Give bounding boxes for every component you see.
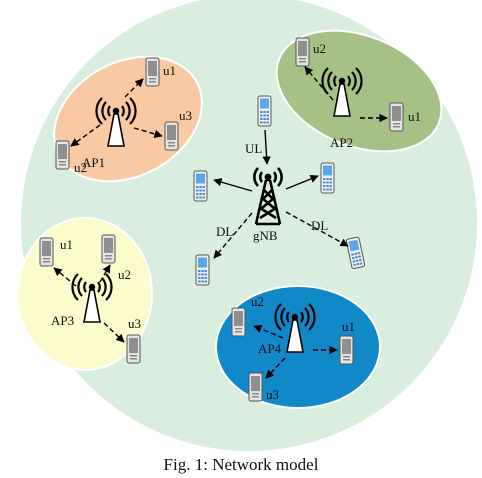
- ap1-u1-phone: [145, 57, 160, 87]
- ap1-u2-label: u2: [74, 160, 87, 175]
- ap4-u3-phone: [248, 372, 263, 402]
- uplink-arrow: [262, 129, 271, 165]
- ap2-u2-phone: [295, 37, 310, 67]
- downlink-right-arrow: [285, 211, 349, 247]
- gnb-right-phone: [320, 162, 335, 194]
- ap3-u2-phone: [101, 234, 116, 264]
- ap4-u3-arrow: [265, 357, 286, 379]
- gnb-dl-left-phone: [195, 254, 210, 286]
- ap1-u1-label: u1: [163, 63, 176, 78]
- ap4-u3-label: u3: [266, 387, 279, 402]
- ap1-u2-arrow: [70, 124, 101, 147]
- ap1-u1-arrow: [124, 78, 144, 98]
- ap3-u2-label: u2: [118, 267, 131, 282]
- ap3-u2-arrow: [99, 264, 111, 283]
- gnb-right-arrow: [285, 174, 319, 190]
- ap3-u1-arrow: [53, 267, 77, 287]
- downlink-right-label: DL: [311, 218, 328, 233]
- ap2-u2-label: u2: [313, 41, 326, 56]
- ap4-u2-phone: [231, 307, 246, 337]
- ap1-u3-arrow: [133, 127, 163, 138]
- ap4-u2-label: u2: [251, 294, 264, 309]
- ap1-label: AP1: [82, 155, 105, 170]
- ap2-u1-label: u1: [408, 109, 421, 124]
- ap3-u1-phone: [39, 237, 54, 267]
- ap3-u3-phone: [126, 334, 141, 364]
- ap2-u1-phone: [389, 102, 404, 132]
- downlink-left-label: DL: [216, 224, 233, 239]
- ap3-label: AP3: [51, 313, 74, 328]
- ap1-u2-phone: [55, 140, 70, 170]
- ap3-u3-arrow: [103, 322, 125, 343]
- ap4-u1-label: u1: [342, 319, 355, 334]
- antenna-tower-icon: [253, 167, 283, 226]
- ap1-u3-phone: [164, 121, 179, 151]
- gnb-ul-phone: [257, 95, 272, 127]
- gnb-left-arrow: [213, 178, 253, 192]
- downlink-left-arrow: [213, 212, 253, 259]
- ap3-u1-label: u1: [60, 237, 73, 252]
- uplink-label: UL: [245, 141, 262, 156]
- ap4-u2-arrow: [253, 325, 284, 339]
- ap1-u3-label: u3: [179, 108, 192, 123]
- gnb-label: gNB: [253, 228, 278, 243]
- ap2-u2-arrow: [304, 66, 334, 101]
- ap3-u3-label: u3: [128, 316, 141, 331]
- figure-caption: Fig. 1: Network model: [164, 455, 319, 474]
- ap4-u1-phone: [339, 335, 354, 365]
- ap4-label: AP4: [258, 341, 282, 356]
- ap2-label: AP2: [330, 135, 353, 150]
- gnb-left-phone: [193, 170, 208, 202]
